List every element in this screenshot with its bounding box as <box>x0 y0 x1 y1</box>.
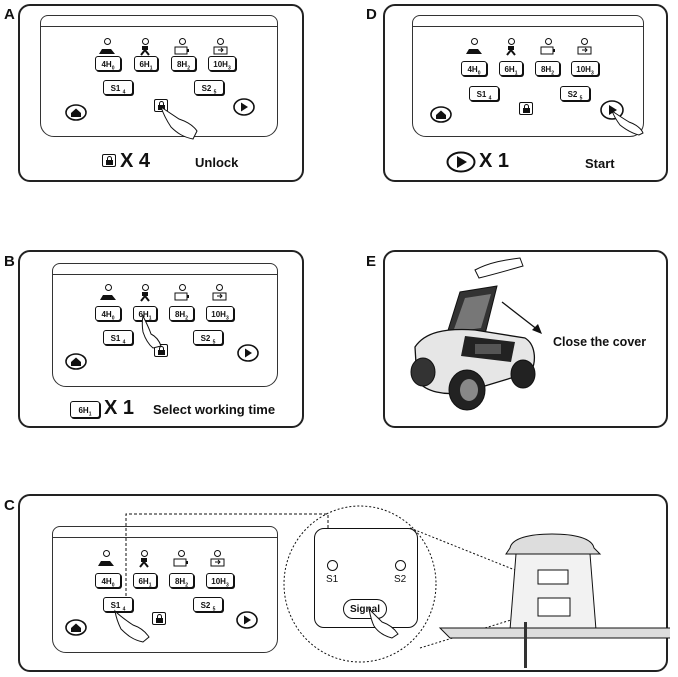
led <box>581 38 588 45</box>
10h-button[interactable]: 10H3 <box>206 306 234 322</box>
play-icon[interactable] <box>233 98 255 116</box>
panel-label-b: B <box>4 253 15 270</box>
robot-icon <box>140 46 150 56</box>
led <box>141 550 148 557</box>
signal-button[interactable]: Signal <box>343 599 387 619</box>
control-screen-c: 4H0 6H1 8H2 10H3 S1 4 S2 5 <box>52 526 278 653</box>
control-screen-a: 4H0 6H1 8H2 10H3 S1 4 S2 5 <box>40 15 278 140</box>
s1-button[interactable]: S1 4 <box>469 86 499 102</box>
caption-count-b: X 1 <box>104 397 135 419</box>
charging-icon <box>213 46 228 55</box>
led <box>179 284 186 291</box>
s2-button[interactable]: S2 5 <box>193 597 223 613</box>
s1-button[interactable]: S1 4 <box>103 330 133 346</box>
hand-pointer-icon <box>114 609 150 643</box>
lock-icon <box>523 104 530 113</box>
s2-button[interactable]: S2 5 <box>193 330 223 346</box>
lock-icon <box>156 614 163 623</box>
hand-pointer-icon <box>368 607 399 639</box>
play-icon[interactable] <box>237 344 259 362</box>
s2-button[interactable]: S2 5 <box>194 80 224 96</box>
battery-icon <box>540 46 555 55</box>
4h-button[interactable]: 4H0 <box>95 306 121 322</box>
panel-label-c: C <box>4 497 15 514</box>
10h-button[interactable]: 10H3 <box>208 56 236 72</box>
panel-label-e: E <box>366 253 377 270</box>
led <box>545 38 552 45</box>
home-icon[interactable] <box>430 106 452 123</box>
control-screen-d: 4H0 6H1 8H2 10H3 S1 4 S2 5 <box>412 15 644 137</box>
8h-button[interactable]: 8H2 <box>535 61 560 77</box>
led <box>142 284 149 291</box>
led <box>104 38 111 45</box>
s1-led <box>327 560 338 571</box>
caption-text-b: Select working time <box>153 402 276 417</box>
play-icon <box>446 151 476 173</box>
10h-button[interactable]: 10H3 <box>571 61 599 77</box>
battery-icon <box>174 46 189 55</box>
led <box>508 38 515 45</box>
led <box>471 38 478 45</box>
6h-button[interactable]: 6H1 <box>499 61 523 77</box>
led <box>178 550 185 557</box>
4h-button[interactable]: 4H0 <box>95 56 121 72</box>
dashed-connector <box>125 513 329 596</box>
lock-icon <box>158 346 165 355</box>
caption-text-d: Start <box>585 156 615 171</box>
robot-icon <box>506 46 516 56</box>
home-icon[interactable] <box>65 619 87 636</box>
home-icon[interactable] <box>65 104 87 121</box>
home-icon[interactable] <box>65 353 87 370</box>
caption-count-d: X 1 <box>479 150 510 172</box>
charging-icon <box>210 558 225 567</box>
battery-icon <box>174 292 189 301</box>
play-icon[interactable] <box>236 611 258 629</box>
s2-button[interactable]: S2 5 <box>560 86 590 102</box>
caption-count-a: X 4 <box>120 150 151 172</box>
s2-led <box>395 560 406 571</box>
led <box>142 38 149 45</box>
charging-icon <box>212 292 227 301</box>
s1-button[interactable]: S1 4 <box>103 597 133 613</box>
zoom-callout <box>283 505 670 668</box>
mower-icon <box>99 49 115 54</box>
robot-icon <box>139 558 149 568</box>
led <box>103 550 110 557</box>
4h-button[interactable]: 4H0 <box>95 573 121 589</box>
caption-text-e: Close the cover <box>553 335 647 349</box>
8h-button[interactable]: 8H2 <box>169 573 194 589</box>
led <box>179 38 186 45</box>
10h-button[interactable]: 10H3 <box>206 573 234 589</box>
panel-label-a: A <box>4 6 15 23</box>
led <box>214 550 221 557</box>
s2-led-label: S2 <box>394 574 407 585</box>
mower-illustration <box>410 257 536 411</box>
6h-chip-caption: 6H1 <box>70 401 100 418</box>
caption-text-a: Unlock <box>195 155 239 170</box>
mower-icon <box>100 295 116 300</box>
hand-pointer-icon <box>160 105 198 140</box>
led <box>217 38 224 45</box>
led <box>216 284 223 291</box>
robot-icon <box>140 292 150 302</box>
hand-pointer-icon <box>610 109 644 136</box>
panel-label-d: D <box>366 6 377 23</box>
hand-pointer-icon <box>141 314 162 349</box>
charging-icon <box>577 46 592 55</box>
mower-icon <box>466 49 482 54</box>
lock-icon <box>106 156 113 165</box>
control-screen-b: 4H0 6H1 8H2 10H3 S1 4 S2 5 <box>52 263 278 387</box>
battery-icon <box>173 558 188 567</box>
6h-button[interactable]: 6H1 <box>134 56 158 72</box>
mower-icon <box>98 561 114 566</box>
8h-button[interactable]: 8H2 <box>169 306 194 322</box>
s1-led-label: S1 <box>326 574 339 585</box>
close-arrow <box>501 301 542 334</box>
4h-button[interactable]: 4H0 <box>461 61 487 77</box>
8h-button[interactable]: 8H2 <box>171 56 196 72</box>
s1-button[interactable]: S1 4 <box>103 80 133 96</box>
led <box>105 284 112 291</box>
6h-button[interactable]: 6H1 <box>133 573 157 589</box>
